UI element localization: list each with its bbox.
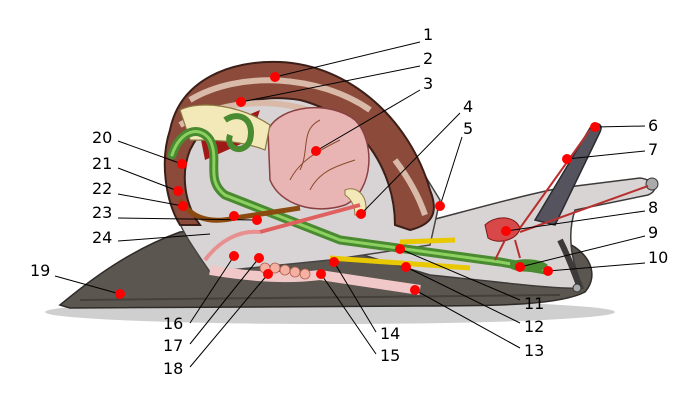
label-24: 24 bbox=[92, 228, 112, 247]
gland-veins bbox=[289, 119, 356, 191]
markers bbox=[115, 72, 600, 299]
label-1: 1 bbox=[423, 25, 433, 44]
label-12: 12 bbox=[524, 317, 544, 336]
marker-10 bbox=[543, 266, 553, 276]
marker-11 bbox=[395, 244, 405, 254]
intestine-loop bbox=[223, 113, 254, 152]
marker-9 bbox=[515, 262, 525, 272]
marker-15 bbox=[316, 269, 326, 279]
marker-2 bbox=[236, 97, 246, 107]
label-14: 14 bbox=[380, 324, 400, 343]
label-9: 9 bbox=[648, 223, 658, 242]
label-6: 6 bbox=[648, 116, 658, 135]
marker-5 bbox=[435, 201, 445, 211]
label-3: 3 bbox=[423, 74, 433, 93]
intestine-highlight bbox=[170, 130, 547, 272]
marker-8 bbox=[501, 226, 511, 236]
marker-12 bbox=[401, 262, 411, 272]
marker-23 bbox=[252, 215, 262, 225]
label-18: 18 bbox=[163, 359, 183, 378]
yellow-duct-upper bbox=[399, 237, 456, 245]
label-4: 4 bbox=[463, 97, 473, 116]
nerves bbox=[494, 129, 649, 261]
marker-22 bbox=[178, 201, 188, 211]
label-13: 13 bbox=[524, 341, 544, 360]
tentacle-eye bbox=[645, 177, 659, 191]
label-11: 11 bbox=[524, 294, 544, 313]
label-8: 8 bbox=[648, 198, 658, 217]
label-20: 20 bbox=[92, 128, 112, 147]
digestive-gland bbox=[267, 107, 370, 210]
label-5: 5 bbox=[463, 119, 473, 138]
label-23: 23 bbox=[92, 203, 112, 222]
marker-21 bbox=[173, 186, 183, 196]
marker-3 bbox=[311, 146, 321, 156]
lower-tentacle-tip bbox=[572, 283, 582, 293]
marker-18 bbox=[263, 269, 273, 279]
label-15: 15 bbox=[380, 346, 400, 365]
labels: 1 2 3 4 5 6 7 8 9 10 11 12 13 14 15 16 1… bbox=[30, 25, 668, 378]
ovotestis bbox=[344, 188, 367, 216]
label-7: 7 bbox=[648, 140, 658, 159]
marker-4 bbox=[356, 209, 366, 219]
label-17: 17 bbox=[163, 336, 183, 355]
label-10: 10 bbox=[648, 248, 668, 267]
marker-14 bbox=[329, 257, 339, 267]
marker-1 bbox=[270, 72, 280, 82]
foot-sole bbox=[79, 294, 561, 301]
label-2: 2 bbox=[423, 49, 433, 68]
marker-16 bbox=[229, 251, 239, 261]
marker-13 bbox=[410, 285, 420, 295]
marker-23b bbox=[229, 211, 239, 221]
leader-lines bbox=[54, 41, 646, 368]
marker-19 bbox=[115, 289, 125, 299]
marker-20 bbox=[177, 159, 187, 169]
yellow-duct-lower bbox=[329, 255, 471, 271]
marker-17 bbox=[254, 253, 264, 263]
label-21: 21 bbox=[92, 154, 112, 173]
label-19: 19 bbox=[30, 261, 50, 280]
label-16: 16 bbox=[163, 314, 183, 333]
marker-6 bbox=[590, 122, 600, 132]
pink-duct bbox=[203, 229, 261, 262]
marker-7 bbox=[562, 154, 572, 164]
red-vessel bbox=[259, 203, 361, 234]
dart-sac bbox=[259, 262, 311, 280]
label-22: 22 bbox=[92, 179, 112, 198]
